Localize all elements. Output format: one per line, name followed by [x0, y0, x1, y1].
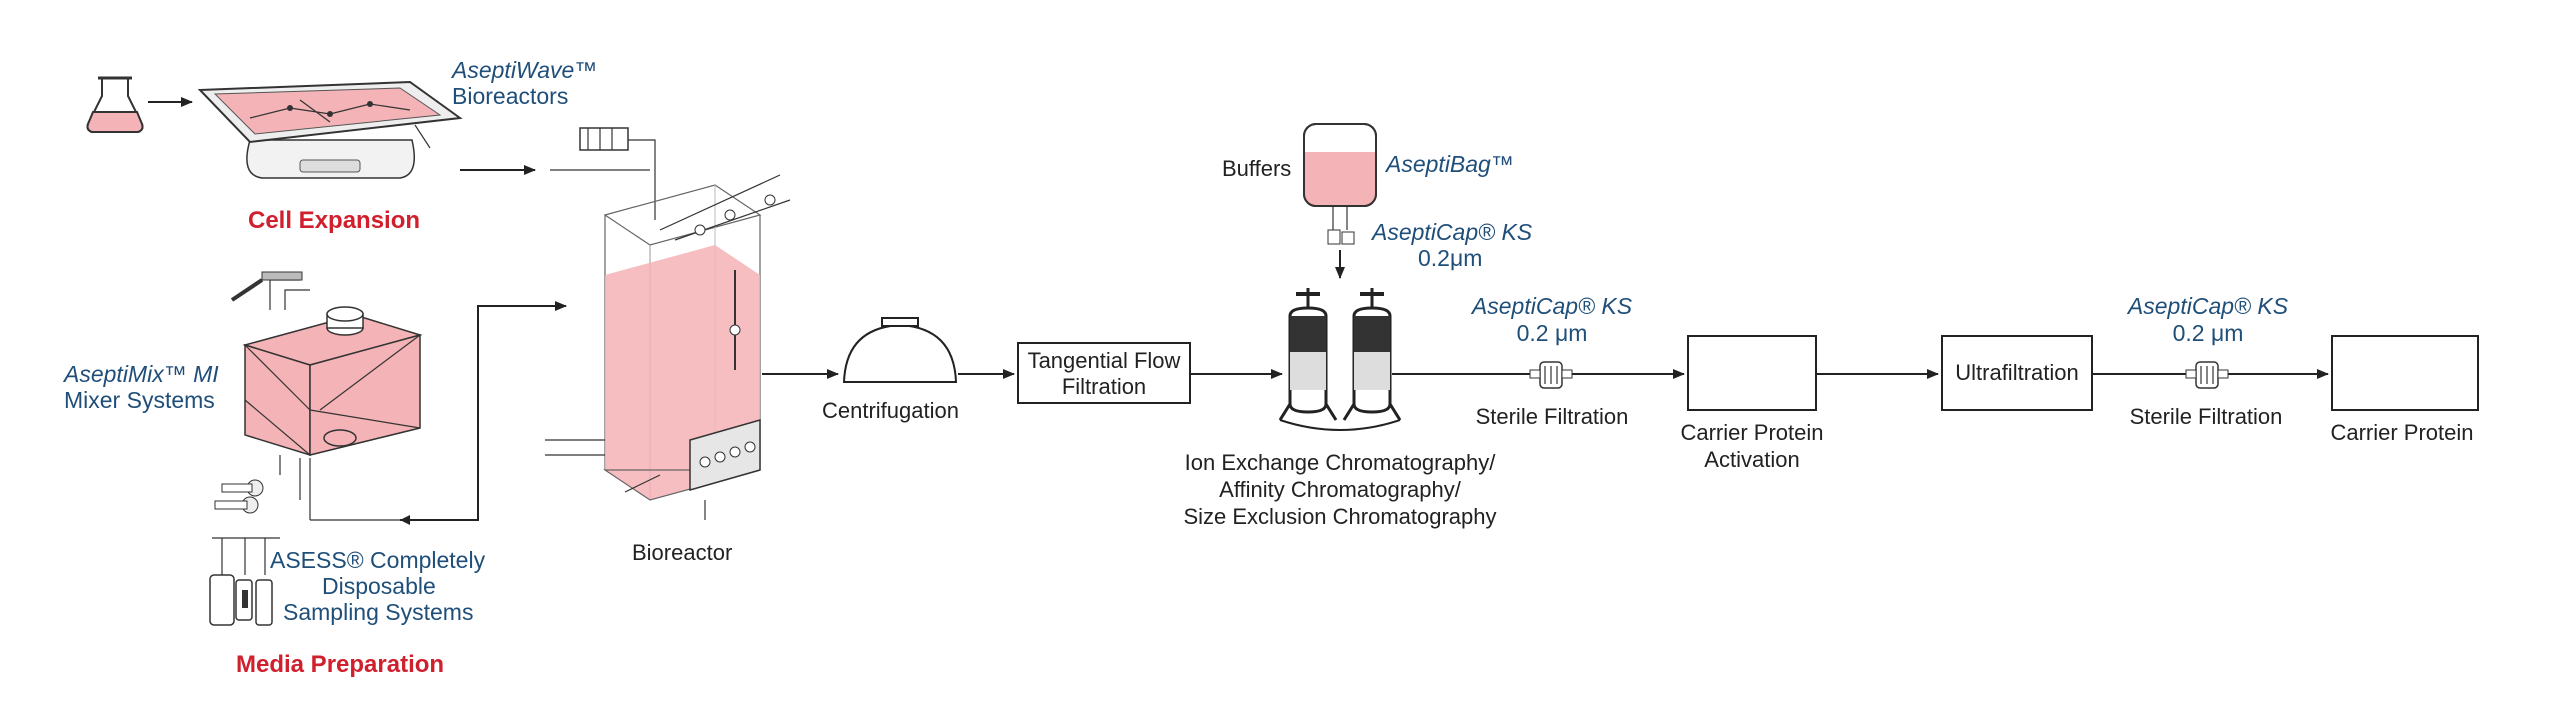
arrow-head-to-mixer: [400, 515, 410, 525]
aseptibag-label: AseptiBag™: [1384, 151, 1514, 177]
bioreactor-label: Bioreactor: [632, 540, 732, 565]
carrier-activation-label-2: Activation: [1704, 447, 1799, 472]
asepticap-top-size: 0.2μm: [1418, 245, 1482, 271]
aseptimix-sublabel: Mixer Systems: [64, 387, 215, 413]
tff-label-1: Tangential Flow: [1028, 348, 1181, 373]
carrier-protein-label: Carrier Protein: [2330, 420, 2473, 445]
chromatography-columns-icon: [1278, 288, 1402, 431]
chromatography-label-1: Ion Exchange Chromatography/: [1185, 450, 1497, 475]
ultrafiltration-box: [1941, 335, 2093, 411]
cell-expansion-label: Cell Expansion: [248, 207, 420, 234]
arrow-mixer-to-bioreactor: [400, 301, 567, 521]
chromatography-label-2: Affinity Chromatography/: [1219, 477, 1462, 502]
flask-icon: [86, 76, 144, 133]
asepticap-2-label: AseptiCap® KS: [2126, 293, 2289, 319]
media-preparation-label: Media Preparation: [236, 651, 444, 678]
capsule-filter-icon: [1529, 361, 1573, 389]
asepticap-1-size: 0.2 μm: [1517, 320, 1588, 346]
centrifuge-icon: [842, 317, 958, 383]
ultrafiltration-label: Ultrafiltration: [1955, 360, 2078, 385]
asess-label-3: Sampling Systems: [283, 599, 473, 625]
centrifugation-label: Centrifugation: [822, 398, 959, 423]
carrier-activation-box: [1687, 335, 1817, 411]
aseptimix-label: AseptiMix™ MI: [62, 361, 219, 387]
chromatography-label-3: Size Exclusion Chromatography: [1183, 504, 1496, 529]
carrier-activation-label-1: Carrier Protein: [1680, 420, 1823, 445]
asess-label-1: ASESS® Completely: [270, 547, 486, 573]
bioreactor-tank-icon: [545, 127, 791, 520]
asess-label-2: Disposable: [322, 573, 436, 599]
aseptiwave-sublabel: Bioreactors: [452, 83, 568, 109]
tff-label-2: Filtration: [1062, 374, 1146, 399]
wave-bioreactor-icon: [197, 80, 463, 179]
asepticap-2-size: 0.2 μm: [2173, 320, 2244, 346]
asepticap-top-label: AseptiCap® KS: [1370, 219, 1533, 245]
capsule-filter-icon: [2185, 361, 2229, 389]
tff-box: [1017, 342, 1191, 404]
mixer-tank-icon: [214, 271, 423, 521]
sampling-system-icon: [209, 537, 280, 626]
asepticap-1-label: AseptiCap® KS: [1470, 293, 1633, 319]
buffers-label: Buffers: [1222, 156, 1291, 181]
sterile-filtration-1-label: Sterile Filtration: [1476, 404, 1629, 429]
sterile-filtration-2-label: Sterile Filtration: [2130, 404, 2283, 429]
buffer-bag-icon: [1303, 123, 1377, 245]
carrier-protein-box: [2331, 335, 2479, 411]
aseptiwave-label: AseptiWave™: [450, 57, 597, 83]
